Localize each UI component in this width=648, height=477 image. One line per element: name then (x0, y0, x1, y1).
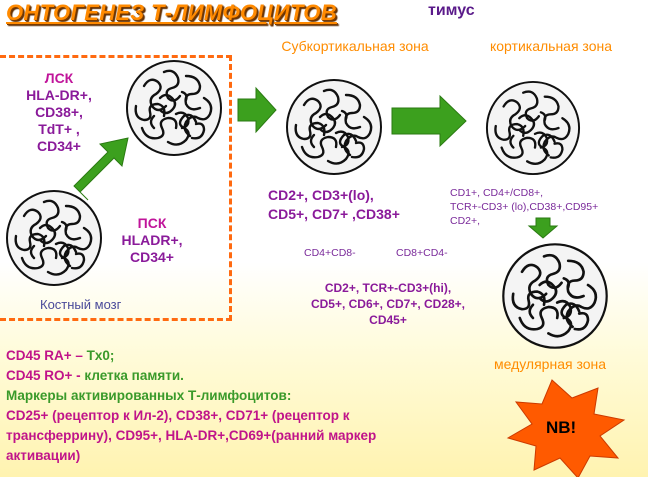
bone-marrow-label: Костный мозг (40, 297, 122, 312)
page-title: ОНТОГЕНЕЗ Т-ЛИМФОЦИТОВ (6, 0, 337, 25)
arrow-to-medullary (527, 217, 559, 239)
subcortical-markers: CD2+, CD3+(lo), CD5+, CD7+ ,CD38+ (268, 186, 400, 224)
nb-label: NB! (546, 418, 577, 437)
note-line-1: CD45 RA+ – Tx0; (6, 348, 115, 363)
lsk-marker: TdT+ , (38, 121, 80, 137)
lsk-marker: CD38+, (35, 104, 83, 120)
arrow-psk-to-lsk (73, 137, 129, 201)
lsk-marker: HLA-DR+, (26, 87, 92, 103)
cortical-marker: TCR+-CD3+ (lo),CD38+,CD95+ (450, 201, 599, 213)
zone-label-cortical: кортикальная зона (489, 38, 612, 54)
arrow-to-cortical (391, 94, 467, 148)
mature-marker: CD45+ (369, 313, 407, 327)
cd8-label: CD8+CD4- (396, 247, 448, 259)
cortical-markers: CD1+, CD4+/CD8+, TCR+-CD3+ (lo),CD38+,CD… (450, 186, 598, 228)
mature-marker: CD2+, TCR+-CD3+(hi), (324, 281, 452, 295)
bone-marrow-box (0, 55, 232, 321)
lsk-marker: CD34+ (37, 138, 81, 154)
cortical-marker: CD2+, (450, 215, 481, 227)
nb-burst (506, 379, 626, 477)
psk-marker: HLADR+, (121, 232, 183, 248)
bottom-notes: CD45 RA+ – Tx0; CD45 RO+ - клетка памяти… (6, 346, 376, 466)
note-line-5: трансферрину), CD95+, HLA-DR+,CD69+(ранн… (6, 428, 377, 443)
note-line-6: активации) (6, 448, 81, 463)
arrow-to-subcortical (237, 86, 277, 134)
zone-label-medullary: медулярная зона (493, 356, 607, 372)
mature-marker: CD5+, CD6+, CD7+, CD28+, (310, 297, 466, 311)
psk-marker: CD34+ (130, 249, 174, 265)
cortical-marker: CD1+, CD4+/CD8+, (450, 187, 544, 199)
subcortical-marker: CD2+, CD3+(lo), (268, 187, 374, 203)
note-line-3: Маркеры активированных Т-лимфоцитов: (6, 388, 292, 403)
lsk-title: ЛСК (44, 70, 74, 86)
zone-label-subcortical: Субкортикальная зона (281, 38, 429, 54)
subcortical-marker: CD5+, CD7+ ,CD38+ (268, 206, 400, 222)
psk-title: ПСК (137, 215, 167, 231)
thymus-label: тимус (428, 2, 475, 19)
lsk-markers: ЛСК HLA-DR+, CD38+, TdT+ , CD34+ (14, 70, 104, 155)
cd4-label: CD4+CD8- (304, 247, 356, 259)
psk-markers: ПСК HLADR+, CD34+ (112, 215, 192, 266)
note-line-2: CD45 RO+ - клетка памяти. (6, 368, 184, 383)
note-line-4: CD25+ (рецептор к Ил-2), CD38+, CD71+ (р… (6, 408, 350, 423)
mature-markers: CD2+, TCR+-CD3+(hi), CD5+, CD6+, CD7+, C… (282, 280, 494, 328)
